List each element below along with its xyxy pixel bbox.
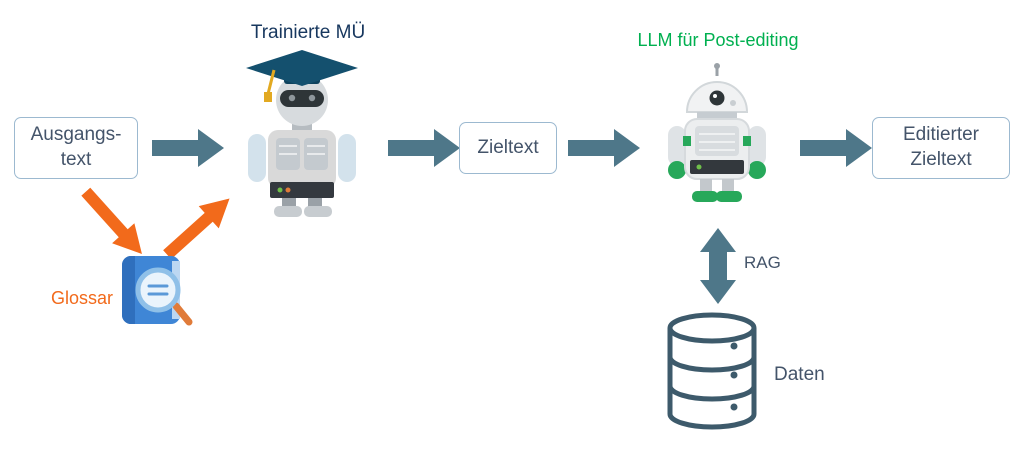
data-store-label: Daten <box>774 364 825 385</box>
source-text-box: Ausgangs- text <box>14 117 138 179</box>
right-arrow-icon <box>388 129 460 172</box>
llm-postedit-label: LLM für Post-editing <box>637 30 799 50</box>
target-text-label: Zieltext <box>477 136 539 158</box>
database-icon <box>662 312 762 435</box>
edited-target-box: Editierter Zieltext <box>872 117 1010 179</box>
right-arrow-icon <box>800 129 872 172</box>
llm-robot-icon <box>648 62 786 233</box>
trained-mt-robot-icon <box>228 48 376 225</box>
source-text-label: Ausgangs- text <box>30 124 122 170</box>
rag-label: RAG <box>744 253 781 272</box>
edited-target-label: Editierter Zieltext <box>902 124 980 170</box>
right-arrow-icon <box>152 129 224 172</box>
orange-arrow-icon <box>157 187 243 269</box>
glossary-label: Glossar <box>50 288 113 308</box>
target-text-box: Zieltext <box>459 122 557 174</box>
rag-double-arrow-icon <box>700 228 736 309</box>
glossary-book-icon <box>116 250 198 341</box>
orange-arrow-icon <box>71 182 153 268</box>
trained-mt-label: Trainierte MÜ <box>250 22 366 43</box>
right-arrow-icon <box>568 129 640 172</box>
